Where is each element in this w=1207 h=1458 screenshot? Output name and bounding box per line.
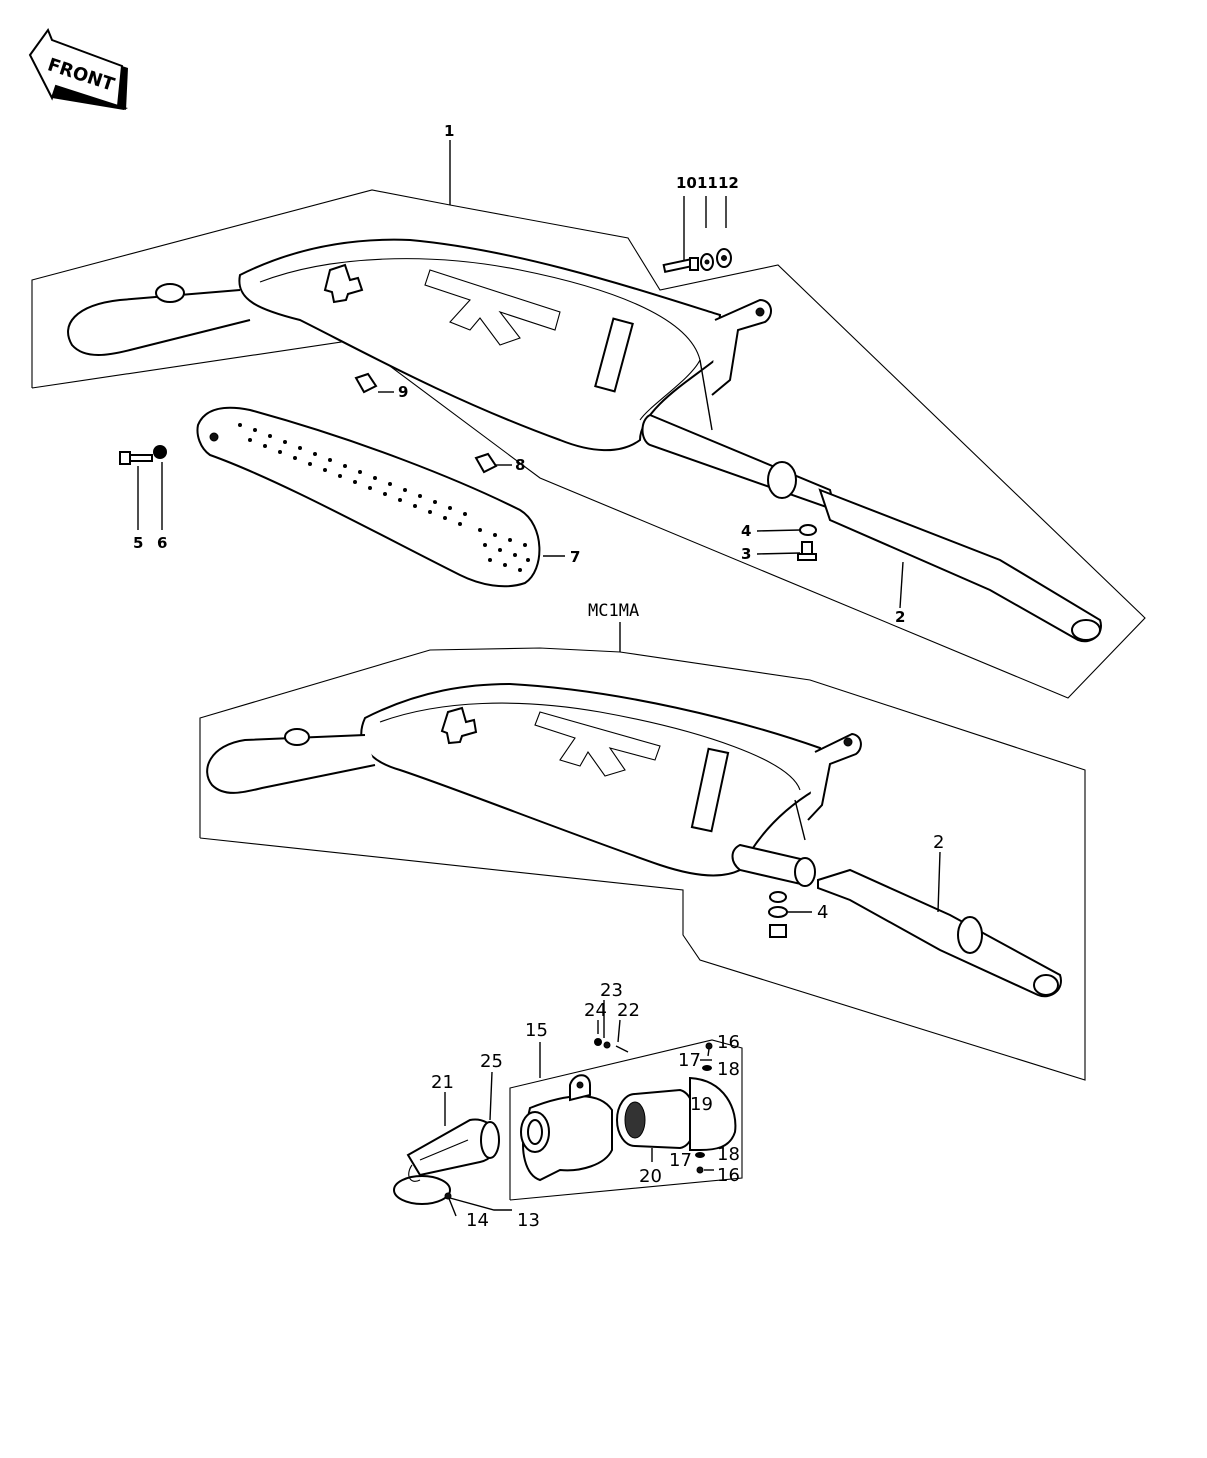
lock-washer-icon — [153, 445, 167, 459]
callout-25: 25 — [480, 1051, 503, 1072]
callout-17-top: 17 — [678, 1050, 701, 1071]
callout-9: 9 — [398, 383, 408, 401]
washer-icon — [768, 891, 788, 918]
callout-18-top: 18 — [717, 1059, 740, 1080]
callout-4-top: 4 — [741, 522, 751, 540]
bolt-icon — [797, 541, 817, 561]
callout-4-bottom: 4 — [817, 902, 828, 923]
model-label: MC1MA — [588, 601, 639, 621]
bolt-icon — [662, 257, 699, 274]
muffler-assembly-bottom: MC1MA 2 4 — [199, 601, 1086, 1081]
callout-8: 8 — [515, 456, 525, 474]
callout-11: 11 — [697, 174, 718, 192]
muffler-assembly-top: 1 2 10 11 12 4 3 — [31, 122, 1146, 699]
callout-22: 22 — [617, 1000, 640, 1021]
washer-icon — [799, 524, 817, 536]
callout-1: 1 — [444, 122, 454, 140]
callout-13: 13 — [517, 1210, 540, 1231]
callout-21: 21 — [431, 1072, 454, 1093]
callout-6: 6 — [157, 534, 167, 552]
callout-2-top: 2 — [895, 608, 905, 626]
front-arrow-icon: FRONT — [28, 27, 128, 110]
callout-16-top: 16 — [717, 1032, 740, 1053]
callout-7: 7 — [570, 548, 580, 566]
callout-16-bottom: 16 — [717, 1165, 740, 1186]
callout-23: 23 — [600, 980, 623, 1001]
callout-18-bottom: 18 — [717, 1144, 740, 1165]
washer-icon — [716, 248, 732, 268]
callout-15: 15 — [525, 1020, 548, 1041]
bolt-icon — [769, 924, 787, 938]
heat-shield-part — [196, 406, 541, 588]
callout-12: 12 — [718, 174, 739, 192]
callout-2-bottom: 2 — [933, 832, 944, 853]
callout-19: 19 — [690, 1094, 713, 1115]
callout-10: 10 — [676, 174, 697, 192]
callout-14: 14 — [466, 1210, 489, 1231]
clip-nut-icon — [354, 372, 378, 394]
clip-nut-icon — [474, 452, 498, 474]
screw-icon — [119, 451, 153, 465]
spark-arrester-assembly: 15 20 19 16 17 18 17 18 16 23 24 22 — [393, 980, 743, 1231]
callout-5: 5 — [133, 534, 143, 552]
washer-icon — [700, 253, 714, 271]
callout-24: 24 — [584, 1000, 607, 1021]
callout-3: 3 — [741, 545, 751, 563]
callout-20: 20 — [639, 1166, 662, 1187]
callout-17-bottom: 17 — [669, 1150, 692, 1171]
